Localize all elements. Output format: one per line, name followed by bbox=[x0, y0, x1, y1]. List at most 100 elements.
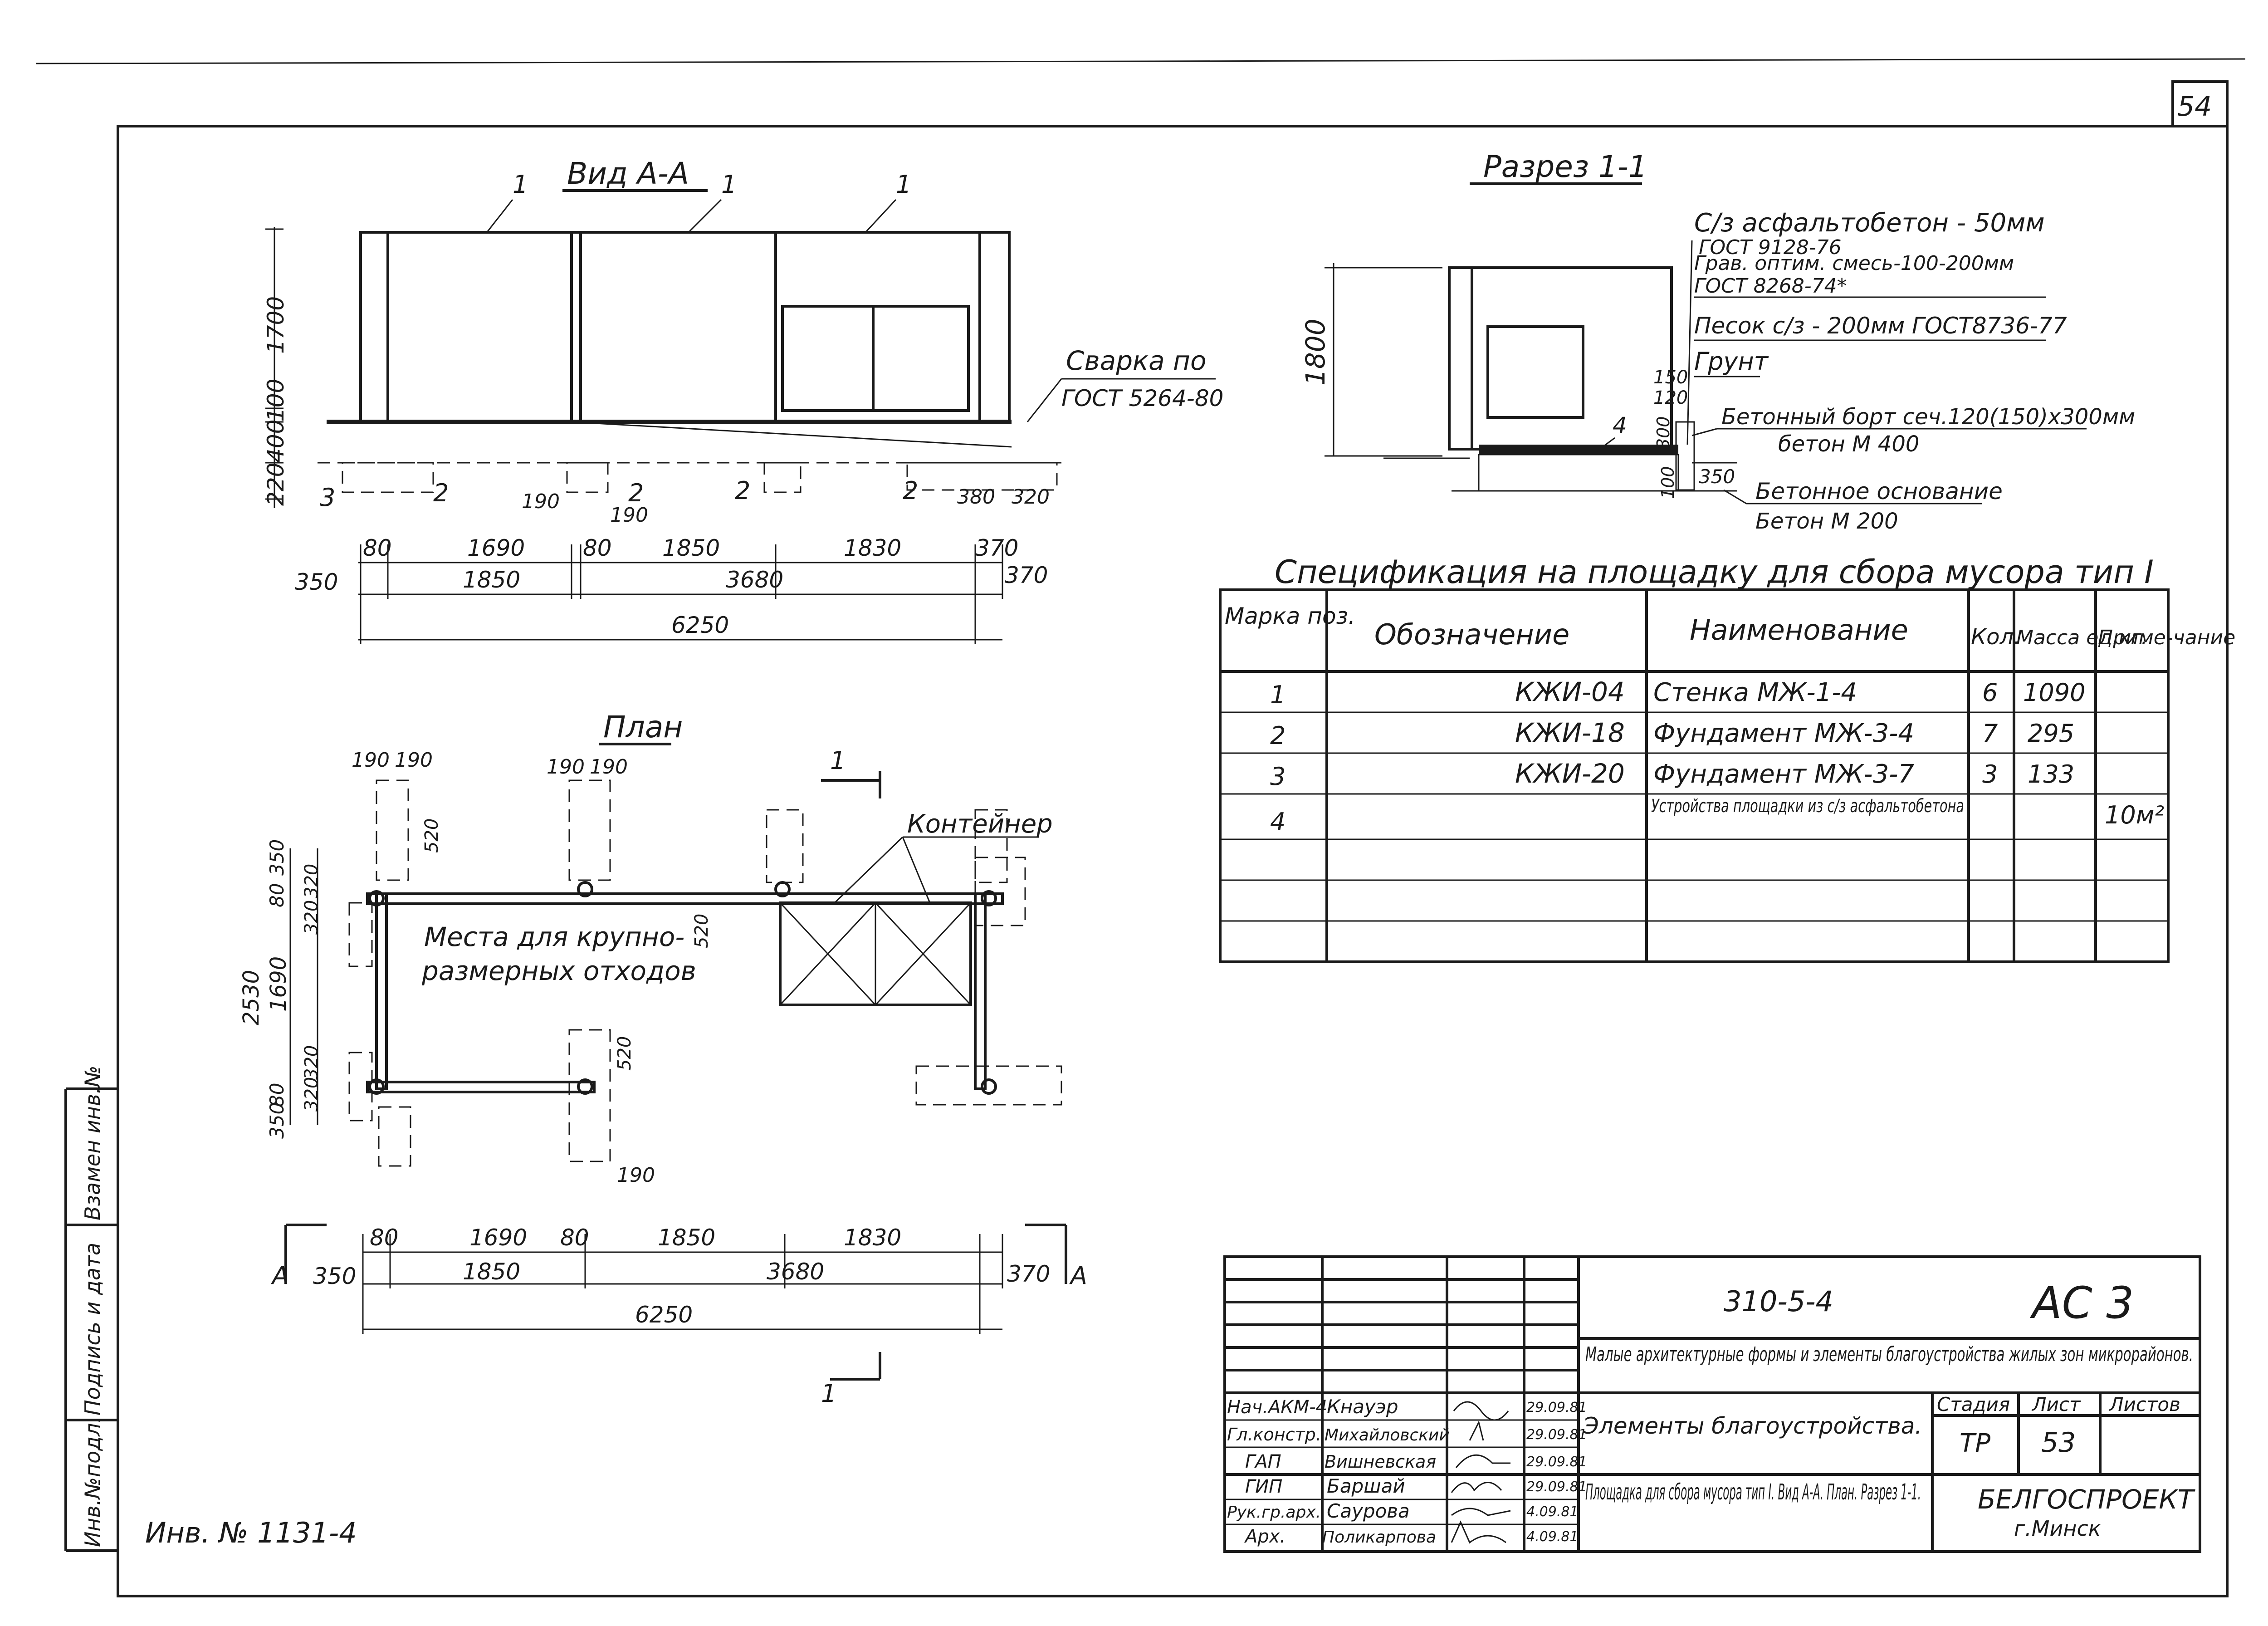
spec-header-pos: Марка поз. bbox=[1225, 603, 1355, 629]
signature-mark bbox=[1451, 1482, 1502, 1493]
dim-row2-350: 350 bbox=[295, 569, 338, 595]
dim-190b: 190 bbox=[610, 504, 648, 527]
welding-note-2: ГОСТ 5264-80 bbox=[1061, 385, 1223, 411]
spec-row: 4 Устройства площадки из с/з асфальтобет… bbox=[1270, 796, 2164, 836]
plan-dim-190e: 190 bbox=[617, 1164, 655, 1187]
sig-date: 29.09.81 bbox=[1526, 1400, 1587, 1415]
margin-replace-label: Взамен инв.№ bbox=[80, 1066, 105, 1220]
sig-date: 4.09.81 bbox=[1526, 1504, 1579, 1520]
spec-header-qty: Кол. bbox=[1971, 624, 2020, 650]
view-aa: Вид А-А 1700 100 400 220 1 1 bbox=[263, 156, 1223, 644]
spec-cell-pos: 3 bbox=[1270, 762, 1286, 791]
plan-dim-190d: 190 bbox=[590, 755, 628, 779]
spec-cell-mass: 1090 bbox=[2023, 678, 2085, 707]
plan-total-6250: 6250 bbox=[635, 1302, 693, 1328]
spec-header-code: Обозначение bbox=[1374, 618, 1569, 651]
spec-cell-name: Фундамент МЖ-3-4 bbox=[1653, 719, 1914, 748]
dim-100: 100 bbox=[263, 379, 289, 422]
layer-curb: Бетонный борт сеч.120(150)х300мм bbox=[1721, 404, 2135, 430]
view-aa-label-2c: 2 bbox=[735, 476, 750, 505]
page-number-box bbox=[2171, 80, 2229, 127]
sig-role: Нач.АКМ-4 bbox=[1227, 1397, 1327, 1418]
spec-cell-pos: 1 bbox=[1270, 681, 1286, 709]
sig-name: Кнауэр bbox=[1327, 1396, 1398, 1418]
plan-row1-1690: 1690 bbox=[469, 1224, 527, 1251]
section-1-1: Разрез 1-1 1800 4 150 120 300 100 350 С/… bbox=[1300, 149, 2135, 534]
plan-dim-320b: 320 bbox=[301, 900, 322, 935]
dim-row1-80b: 80 bbox=[583, 535, 612, 561]
plan-row1-80a: 80 bbox=[370, 1224, 399, 1251]
dim-row2-3680: 3680 bbox=[726, 567, 783, 593]
dim-row1-1690: 1690 bbox=[467, 535, 525, 561]
left-margin-stamp: Инв.№подл. Подпись и дата Взамен инв.№ bbox=[64, 1066, 118, 1552]
dim-300: 300 bbox=[1653, 416, 1673, 449]
plan-dim-190b: 190 bbox=[395, 749, 433, 772]
welding-note-1: Сварка по bbox=[1066, 345, 1206, 376]
section-name: Элементы благоустройства. bbox=[1583, 1413, 1922, 1439]
plan-row1-1830: 1830 bbox=[844, 1224, 901, 1251]
plan-row2-1850: 1850 bbox=[463, 1259, 520, 1285]
stage-header: Стадия bbox=[1937, 1393, 2010, 1415]
sig-role: Рук.гр.арх. bbox=[1227, 1503, 1321, 1522]
asphalt-layer bbox=[1479, 445, 1678, 455]
view-aa-label-2a: 2 bbox=[433, 479, 449, 507]
sig-name: Михайловский bbox=[1325, 1426, 1450, 1445]
dim-350s: 350 bbox=[1699, 465, 1735, 488]
sig-date: 29.09.81 bbox=[1526, 1454, 1587, 1470]
plan-dim-80a: 80 bbox=[266, 883, 288, 907]
sig-name: Саурова bbox=[1327, 1500, 1410, 1522]
signature-row: Арх. Поликарпова 4.09.81 bbox=[1244, 1520, 1579, 1547]
spec-header-mass: Масса ед.кг. bbox=[2016, 626, 2147, 649]
spec-header-note: Приме-чание bbox=[2098, 626, 2235, 649]
section-mark-top: 1 bbox=[830, 746, 846, 775]
spec-row: 3 КЖИ-20 Фундамент МЖ-3-7 3 133 bbox=[1270, 758, 2074, 791]
sig-name: Вишневская bbox=[1325, 1452, 1436, 1472]
sheet-header: Лист bbox=[2031, 1393, 2081, 1415]
sig-role: ГАП bbox=[1245, 1451, 1281, 1472]
sig-role: Арх. bbox=[1244, 1526, 1286, 1547]
sig-date: 29.09.81 bbox=[1526, 1427, 1587, 1443]
sig-name: Поликарпова bbox=[1322, 1528, 1436, 1547]
layer-gravel: Грав. оптим. смесь-100-200мм bbox=[1694, 252, 2014, 275]
project-name: Малые архитектурные формы и элементы бла… bbox=[1585, 1343, 2193, 1366]
layer-base-concrete: Бетон М 200 bbox=[1755, 509, 1898, 534]
plan-dim-350b: 350 bbox=[266, 1102, 288, 1139]
area-label-2: размерных отходов bbox=[421, 955, 696, 986]
spec-cell-pos: 2 bbox=[1270, 721, 1286, 750]
section-title: Разрез 1-1 bbox=[1483, 149, 1647, 184]
signature-mark bbox=[1451, 1520, 1506, 1544]
sheets-header: Листов bbox=[2108, 1393, 2180, 1415]
plan-dim-520c: 520 bbox=[614, 1036, 635, 1071]
spec-cell-qty: 6 bbox=[1982, 678, 1998, 707]
plan-dim-320c: 320 bbox=[301, 1045, 322, 1080]
dim-100s: 100 bbox=[1658, 466, 1678, 499]
dim-150: 150 bbox=[1653, 367, 1688, 388]
plan-row1-370: 370 bbox=[1007, 1261, 1050, 1287]
city: г.Минск bbox=[2014, 1516, 2101, 1541]
spec-cell-name: Фундамент МЖ-3-7 bbox=[1653, 759, 1914, 789]
stage-value: ТР bbox=[1960, 1429, 1990, 1458]
scan-edge-line bbox=[36, 58, 2246, 64]
area-label-1: Места для крупно- bbox=[424, 921, 684, 952]
plan-row2-350: 350 bbox=[313, 1263, 356, 1289]
section-label-4: 4 bbox=[1613, 412, 1627, 439]
dim-220: 220 bbox=[263, 463, 289, 506]
spec-cell-pos: 4 bbox=[1270, 808, 1286, 836]
layer-ground: Грунт bbox=[1694, 347, 1769, 376]
dim-row1-1830: 1830 bbox=[844, 535, 901, 561]
spec-cell-mass: 133 bbox=[2028, 760, 2074, 789]
dim-120: 120 bbox=[1653, 387, 1688, 408]
plan-title: План bbox=[603, 710, 683, 744]
layer-asphalt-gost: ГОСТ 9128-76 bbox=[1699, 236, 1842, 259]
page-number: 54 bbox=[2177, 91, 2212, 122]
plan-dim-320d: 320 bbox=[301, 1077, 322, 1112]
plan-dim-520b: 520 bbox=[691, 914, 712, 948]
plan-dim-2530: 2530 bbox=[239, 970, 264, 1025]
dim-320: 320 bbox=[1012, 485, 1050, 509]
spec-cell-code: КЖИ-20 bbox=[1515, 758, 1625, 789]
view-aa-label-2d: 2 bbox=[903, 476, 918, 505]
dim-row1-80a: 80 bbox=[363, 535, 392, 561]
spec-cell-note: 10м² bbox=[2105, 801, 2164, 829]
plan-dim-190a: 190 bbox=[352, 749, 390, 772]
